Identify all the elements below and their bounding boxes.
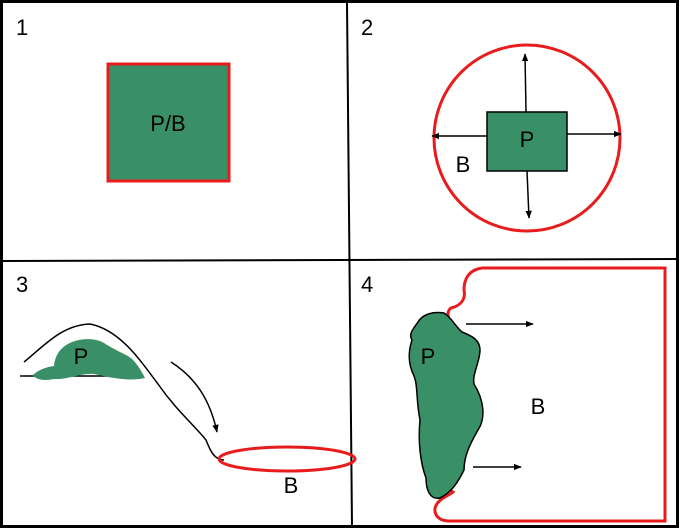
panel-2-square-label: P bbox=[520, 127, 535, 152]
panel-2-number: 2 bbox=[361, 15, 373, 40]
panel-2-arrow-up bbox=[521, 53, 529, 113]
panel-3-boundary-ellipse bbox=[217, 445, 357, 473]
panel-4-number: 4 bbox=[361, 272, 373, 297]
panel-2-square bbox=[486, 111, 568, 172]
vertical-divider bbox=[346, 1, 353, 528]
panel-4-boundary-label: B bbox=[531, 394, 546, 419]
panel-1-label: P/B bbox=[150, 111, 185, 136]
panel-2: 2 P B bbox=[361, 15, 622, 233]
panel-4-blob-label: P bbox=[421, 344, 436, 369]
panel-3-boundary-label: B bbox=[284, 473, 299, 498]
panel-3-blob bbox=[33, 339, 145, 380]
panel-2-arrow-down bbox=[525, 170, 532, 219]
panel-4: 4 P B bbox=[361, 266, 667, 523]
panel-3: 3 P B bbox=[16, 272, 357, 498]
horizontal-divider bbox=[1, 258, 679, 262]
panel-1-number: 1 bbox=[16, 15, 28, 40]
panel-1: 1 P/B bbox=[16, 15, 231, 183]
panel-3-arrow bbox=[170, 361, 219, 433]
panel-1-square bbox=[106, 62, 231, 183]
panel-3-number: 3 bbox=[16, 272, 28, 297]
panel-2-boundary-label: B bbox=[456, 152, 471, 177]
panel-4-blob bbox=[408, 311, 484, 499]
panel-3-blob-label: P bbox=[74, 344, 89, 369]
